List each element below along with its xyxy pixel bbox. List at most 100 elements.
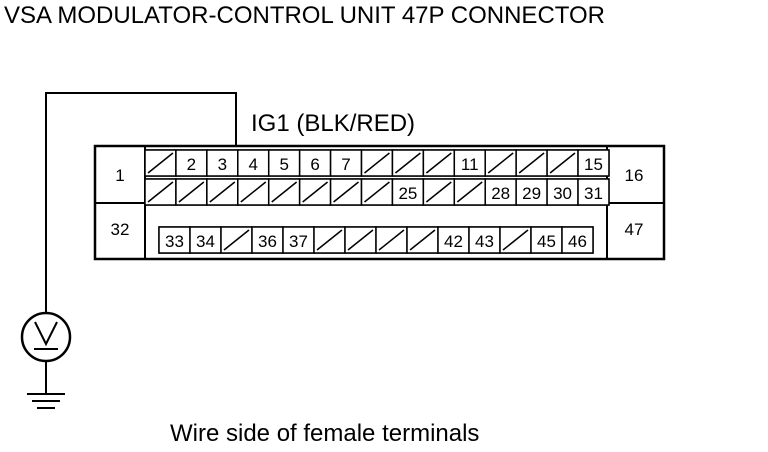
empty-slash [147,181,174,203]
empty-slash [147,152,174,174]
empty-terminal [329,178,363,206]
empty-terminal [220,226,253,254]
terminal-46: 46 [561,226,594,254]
terminal-37: 37 [282,226,315,254]
wire-label: IG1 (BLK/RED) [251,110,415,137]
terminal-number: 2 [187,155,196,174]
empty-slash [302,181,329,203]
terminal-number: 36 [258,232,277,251]
terminal-1: 1 [115,166,124,185]
caption: Wire side of female terminals [170,420,479,447]
empty-slash [364,152,390,174]
probe-wire [45,92,237,312]
terminal-25: 25 [391,178,425,206]
empty-slash [487,152,514,174]
terminal-29: 29 [515,178,548,206]
empty-terminal [144,149,177,177]
empty-terminal [375,226,408,254]
empty-terminal [453,178,486,206]
terminal-number: 34 [196,232,215,251]
terminal-15: 15 [577,149,610,177]
terminal-number: 15 [584,155,603,174]
terminal-42: 42 [437,226,470,254]
terminal-31: 31 [577,178,610,206]
terminal-6: 6 [298,149,332,177]
terminal-11: 11 [453,149,486,177]
terminal-number: 4 [249,155,258,174]
empty-terminal [298,178,332,206]
terminal-number: 3 [218,155,227,174]
terminal-16: 16 [625,166,644,185]
terminal-47: 47 [625,220,644,239]
empty-terminal [422,178,456,206]
terminal-4: 4 [237,149,270,177]
empty-slash [425,152,452,174]
empty-slash [209,181,236,203]
empty-terminal [206,178,239,206]
terminal-30: 30 [546,178,579,206]
empty-slash [425,181,452,203]
empty-slash [333,181,359,203]
terminal-number: 33 [165,232,184,251]
terminal-45: 45 [530,226,563,254]
empty-terminal [406,226,439,254]
empty-slash [240,181,267,203]
terminal-number: 31 [584,184,603,203]
empty-slash [549,152,576,174]
empty-terminal [360,178,394,206]
empty-terminal [144,178,177,206]
voltmeter-icon [20,311,72,363]
empty-slash [364,181,390,203]
side-terminals: 1 32 16 47 [111,166,644,239]
empty-slash [223,229,250,251]
empty-slash [518,152,545,174]
empty-slash [394,152,421,174]
empty-terminal [546,149,579,177]
empty-terminal [484,149,517,177]
terminal-number: 7 [341,155,350,174]
empty-terminal [175,178,208,206]
terminal-7: 7 [329,149,363,177]
terminal-number: 42 [444,232,463,251]
terminal-number: 6 [310,155,319,174]
terminal-number: 5 [279,155,288,174]
terminal-5: 5 [267,149,301,177]
terminal-number: 37 [289,232,308,251]
empty-terminal [313,226,346,254]
terminal-33: 33 [158,226,191,254]
empty-slash [409,229,436,251]
terminal-number: 45 [537,232,556,251]
terminal-2: 2 [175,149,208,177]
terminal-36: 36 [251,226,284,254]
diagram-title: VSA MODULATOR-CONTROL UNIT 47P CONNECTOR [4,2,605,29]
empty-terminal [344,226,377,254]
empty-terminal [267,178,301,206]
empty-slash [347,229,374,251]
terminal-number: 29 [522,184,541,203]
empty-slash [378,229,405,251]
empty-slash [316,229,343,251]
empty-terminal [515,149,548,177]
ground-icon [27,361,65,409]
terminal-number: 11 [461,155,479,174]
empty-terminal [422,149,456,177]
terminal-32: 32 [111,220,130,239]
empty-slash [178,181,205,203]
terminal-43: 43 [468,226,501,254]
empty-terminal [499,226,532,254]
terminal-number: 30 [553,184,572,203]
terminal-number: 46 [568,232,587,251]
empty-terminal [237,178,270,206]
terminal-number: 43 [475,232,494,251]
empty-slash [271,181,298,203]
terminal-34: 34 [189,226,222,254]
terminal-number: 28 [491,184,510,203]
empty-terminal [360,149,394,177]
empty-terminal [391,149,425,177]
terminal-3: 3 [206,149,239,177]
terminal-28: 28 [484,178,517,206]
empty-slash [502,229,529,251]
terminal-number: 25 [398,184,417,203]
